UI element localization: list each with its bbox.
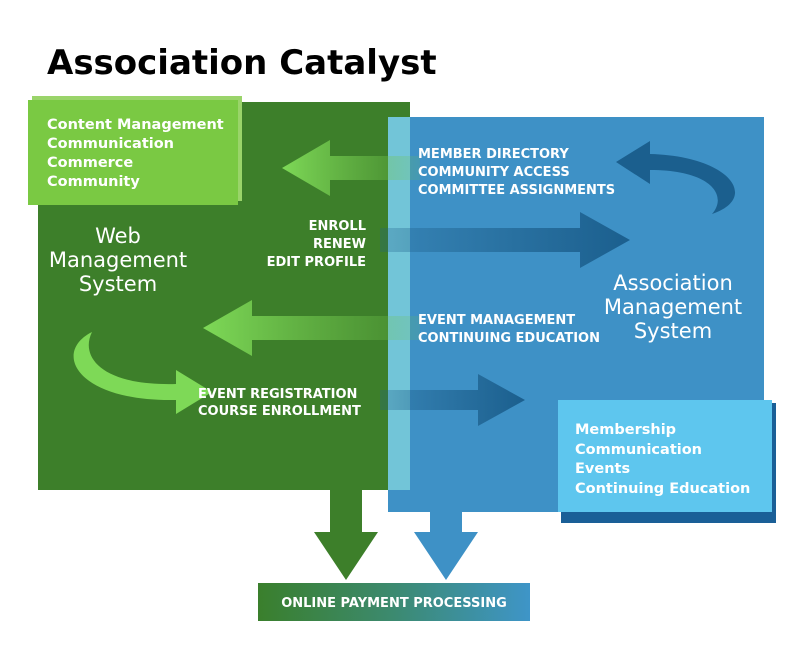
ams-features-box [558,400,772,512]
wms-feature: Communication [47,136,174,152]
flow-label: EVENT MANAGEMENT [418,313,575,328]
arrow-web-to-payment [314,490,378,580]
flow-label: EDIT PROFILE [267,255,366,270]
arrow-to-ams-1 [380,212,630,268]
wms-curved-arrow [73,332,212,414]
flow-label: COMMITTEE ASSIGNMENTS [418,183,615,198]
ams-feature: Membership [575,422,676,438]
flow-label: EVENT REGISTRATION [198,387,357,402]
ams-feature: Events [575,461,630,477]
wms-feature: Community [47,174,140,190]
flow-label: MEMBER DIRECTORY [418,147,569,162]
wms-label: Web Management System [49,224,187,296]
arrow-to-web-1 [282,140,420,196]
ams-label: Association Management System [604,271,742,343]
ams-curved-arrow [616,141,736,214]
ams-feature: Continuing Education [575,481,750,497]
flow-to-ams-1-labels: ENROLL RENEW EDIT PROFILE [267,219,366,270]
ams-label-line: System [634,319,712,343]
wms-feature: Commerce [47,155,133,171]
flow-label: RENEW [313,237,366,252]
arrow-ams-to-payment [414,512,478,580]
wms-features-list: Content Management Communication Commerc… [47,117,224,190]
ams-feature: Communication [575,442,702,458]
flow-to-web-2-labels: EVENT MANAGEMENT CONTINUING EDUCATION [418,313,600,346]
online-payment-processing-bar [258,583,530,621]
wms-feature: Content Management [47,117,224,133]
flow-label: COMMUNITY ACCESS [418,165,570,180]
ams-label-line: Management [604,295,742,319]
flow-label: ENROLL [309,219,366,234]
flow-to-web-1-labels: MEMBER DIRECTORY COMMUNITY ACCESS COMMIT… [418,147,615,198]
flow-label: CONTINUING EDUCATION [418,331,600,346]
wms-label-line: System [79,272,157,296]
arrow-to-ams-2 [380,374,525,426]
wms-label-line: Management [49,248,187,272]
flow-to-ams-2-labels: EVENT REGISTRATION COURSE ENROLLMENT [198,387,361,419]
wms-features-box [28,100,238,205]
ams-label-line: Association [613,271,733,295]
diagram-title: Association Catalyst [47,43,437,83]
ams-features-list: Membership Communication Events Continui… [575,422,750,497]
flow-label: COURSE ENROLLMENT [198,404,361,419]
arrow-to-web-2 [203,300,420,356]
online-payment-processing-label: ONLINE PAYMENT PROCESSING [281,596,507,611]
wms-label-line: Web [95,224,141,248]
